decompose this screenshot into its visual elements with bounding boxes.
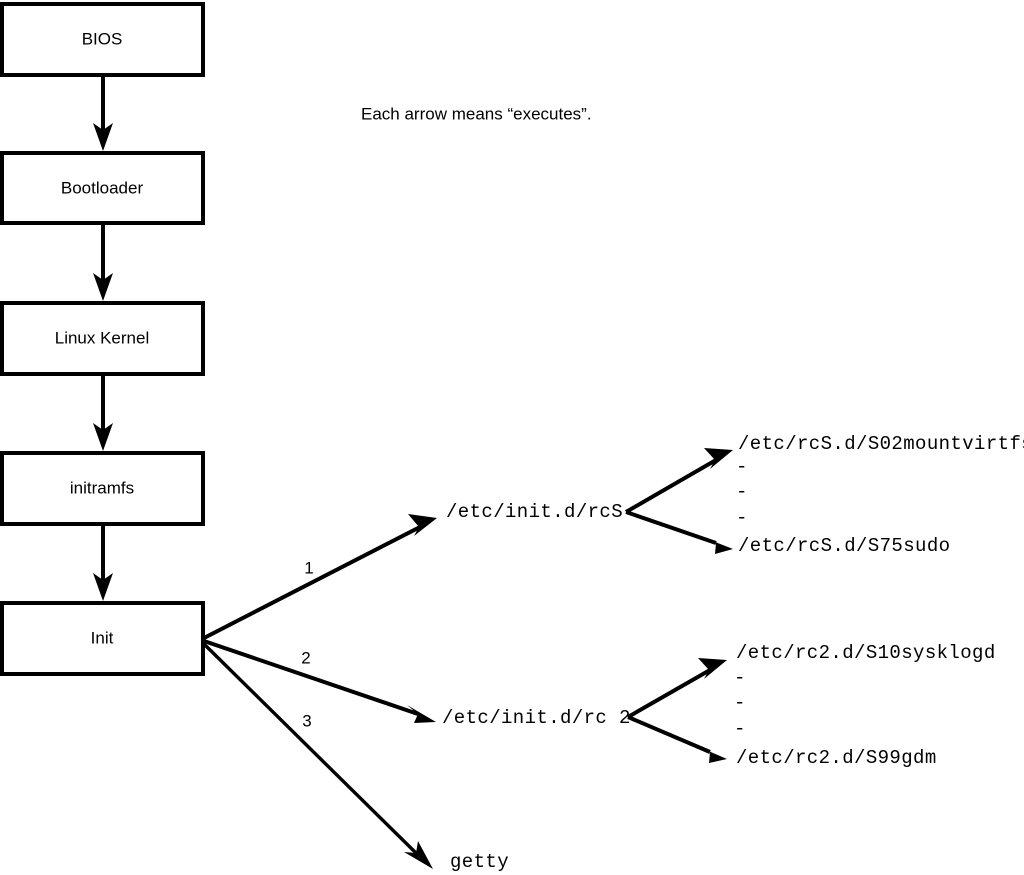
- node-initramfs: initramfs: [0, 451, 205, 526]
- rcs-first-line: [624, 458, 718, 514]
- node-bios: BIOS: [0, 2, 205, 77]
- rc2-last-line: [627, 715, 711, 754]
- rcs-script-label: /etc/init.d/rcS: [446, 501, 623, 523]
- node-linux-kernel: Linux Kernel: [0, 301, 205, 376]
- init-rc2-arrowhead: [407, 705, 436, 723]
- rcs-ellipsis-dash-3: -: [736, 507, 747, 529]
- rcs-last-arrowhead: [705, 538, 733, 554]
- rc2-first-line: [627, 668, 711, 719]
- initramfs-init-arrowhead: [93, 573, 113, 601]
- edge-rcs-to-last-script: [625, 510, 733, 554]
- init-rcs-arrowhead: [408, 514, 437, 536]
- init-rc2-line: [203, 639, 419, 716]
- edge-init-to-rc2: 2: [203, 639, 436, 723]
- edge-rc2-to-first-script: [627, 658, 727, 719]
- init-getty-arrowhead: [404, 841, 433, 869]
- getty-label: getty: [450, 851, 509, 873]
- bios-label: BIOS: [82, 29, 123, 48]
- linux-kernel-box: [0, 301, 205, 376]
- edge-init-to-rcs: 1: [203, 514, 437, 640]
- edge-number-2: 2: [301, 648, 310, 667]
- bootloader-label: Bootloader: [61, 178, 144, 197]
- rc2-last-arrowhead: [699, 747, 727, 763]
- rcs-first-script-label: /etc/rcS.d/S02mountvirtfs: [738, 433, 1024, 455]
- init-getty-line: [202, 642, 418, 855]
- edge-kernel-to-initramfs: [93, 374, 113, 451]
- init-box: [0, 601, 205, 676]
- node-bootloader: Bootloader: [0, 151, 205, 225]
- edge-bios-to-bootloader: [93, 75, 113, 151]
- edge-rc2-to-last-script: [627, 715, 727, 763]
- edge-rcs-to-first-script: [624, 448, 733, 514]
- rcs-ellipsis-dash-2: -: [736, 481, 747, 503]
- edge-number-1: 1: [304, 558, 313, 577]
- node-init: Init: [0, 601, 205, 676]
- linux-kernel-label: Linux Kernel: [55, 328, 150, 347]
- rc2-ellipsis-dash-2: -: [734, 692, 745, 714]
- rc2-script-label: /etc/init.d/rc 2: [442, 707, 631, 729]
- init-rcs-line: [203, 525, 421, 640]
- rc2-first-script-label: /etc/rc2.d/S10sysklogd: [736, 642, 996, 664]
- rcs-ellipsis-dash-1: -: [736, 456, 747, 478]
- init-label: Init: [91, 628, 114, 647]
- rc2-last-script-label: /etc/rc2.d/S99gdm: [736, 747, 937, 769]
- edge-init-to-getty: 3: [202, 642, 433, 869]
- kernel-initramfs-arrowhead: [93, 423, 113, 451]
- rcs-first-arrowhead: [704, 448, 733, 469]
- edge-bootloader-to-kernel: [93, 223, 113, 301]
- edge-initramfs-to-init: [93, 524, 113, 601]
- initramfs-label: initramfs: [70, 478, 134, 497]
- rc2-ellipsis-dash-1: -: [734, 667, 745, 689]
- rc2-ellipsis-dash-3: -: [734, 718, 745, 740]
- bootloader-box: [0, 151, 205, 225]
- legend-note: Each arrow means “executes”.: [361, 104, 592, 123]
- rc2-first-arrowhead: [698, 658, 727, 679]
- bootloader-kernel-arrowhead: [93, 273, 113, 301]
- rcs-last-line: [625, 510, 717, 545]
- bios-bootloader-arrowhead: [93, 123, 113, 151]
- edge-number-3: 3: [302, 711, 311, 730]
- rcs-last-script-label: /etc/rcS.d/S75sudo: [738, 535, 950, 557]
